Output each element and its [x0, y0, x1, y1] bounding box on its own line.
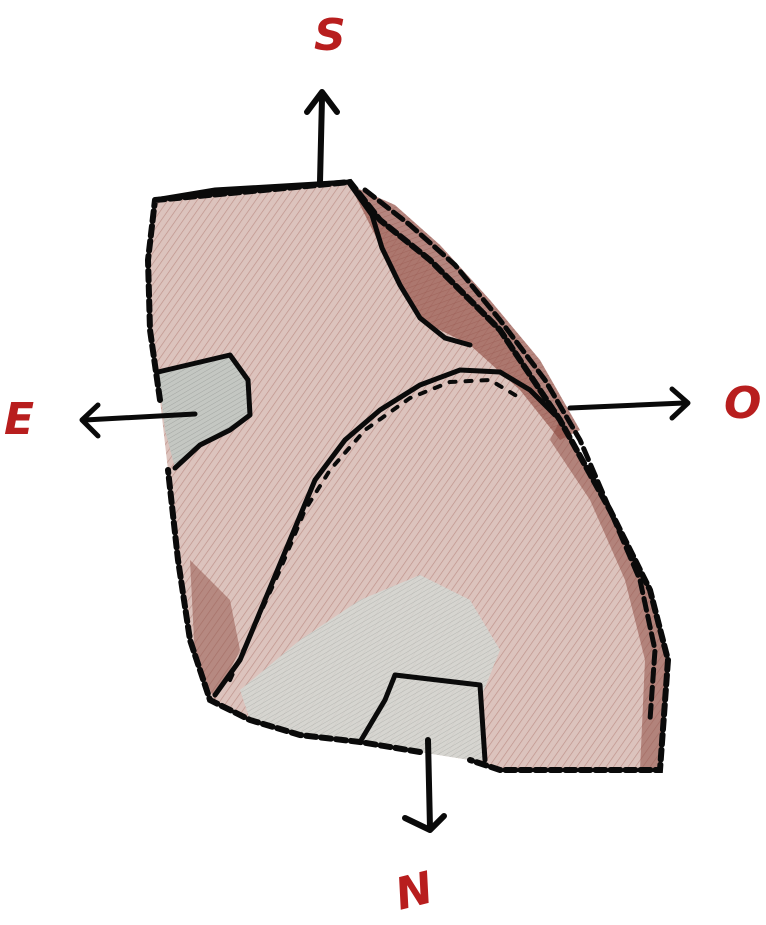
- compass-label-west: O: [724, 382, 761, 426]
- arrow-south: [307, 92, 337, 182]
- arrow-west: [570, 389, 688, 418]
- compass-label-east: E: [4, 398, 34, 442]
- compass-label-south: S: [314, 14, 346, 58]
